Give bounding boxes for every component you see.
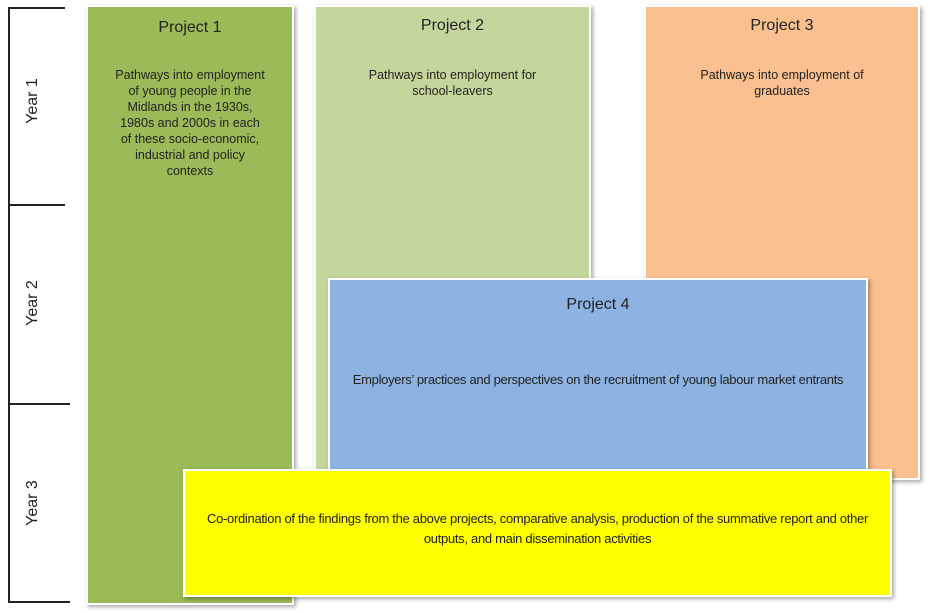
project-2-description: Pathways into employment for school-leav… [368, 68, 537, 98]
year-3-label: Year 3 [24, 480, 41, 526]
year-2-label: Year 2 [24, 280, 41, 326]
project-4-box: Project 4 Employers’ practices and persp… [328, 278, 868, 472]
coordination-box: Co-ordination of the findings from the a… [183, 469, 892, 597]
tick [8, 204, 65, 206]
coordination-description: Co-ordination of the findings from the a… [206, 511, 869, 546]
axis-line [8, 8, 10, 603]
project-3-description: Pathways into employment of graduates [700, 68, 864, 98]
project-2-title: Project 2 [420, 17, 485, 34]
year-1-label: Year 1 [24, 78, 41, 124]
project-3-title: Project 3 [750, 17, 814, 34]
project-1-description: Pathways into employment of young people… [115, 68, 265, 178]
tick [8, 7, 65, 9]
project-4-description: Employers’ practices and perspectives on… [352, 372, 844, 387]
tick [8, 403, 70, 405]
project-1-title: Project 1 [158, 19, 222, 36]
tick [8, 601, 70, 603]
project-4-title: Project 4 [566, 296, 630, 313]
